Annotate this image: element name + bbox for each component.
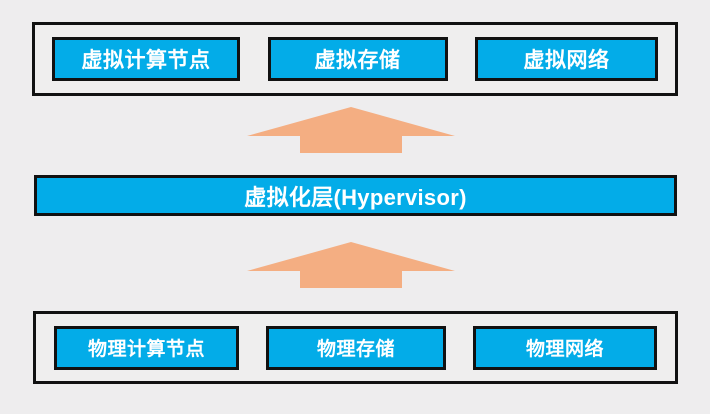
arrow-hypervisor-to-virtual-icon xyxy=(247,106,455,154)
node-virtual-network[interactable]: 虚拟网络 xyxy=(475,37,658,81)
physical-resources-group: 物理计算节点 物理存储 物理网络 xyxy=(33,311,678,384)
node-physical-network[interactable]: 物理网络 xyxy=(473,325,657,370)
node-physical-storage[interactable]: 物理存储 xyxy=(266,325,446,370)
node-virtual-compute[interactable]: 虚拟计算节点 xyxy=(52,37,240,81)
virtual-resources-group: 虚拟计算节点 虚拟存储 虚拟网络 xyxy=(32,22,678,96)
arrow-physical-to-hypervisor-icon xyxy=(247,241,455,289)
node-physical-compute[interactable]: 物理计算节点 xyxy=(54,325,239,370)
virtualization-layer-box[interactable]: 虚拟化层(Hypervisor) xyxy=(34,175,677,216)
node-virtual-storage[interactable]: 虚拟存储 xyxy=(267,37,448,81)
